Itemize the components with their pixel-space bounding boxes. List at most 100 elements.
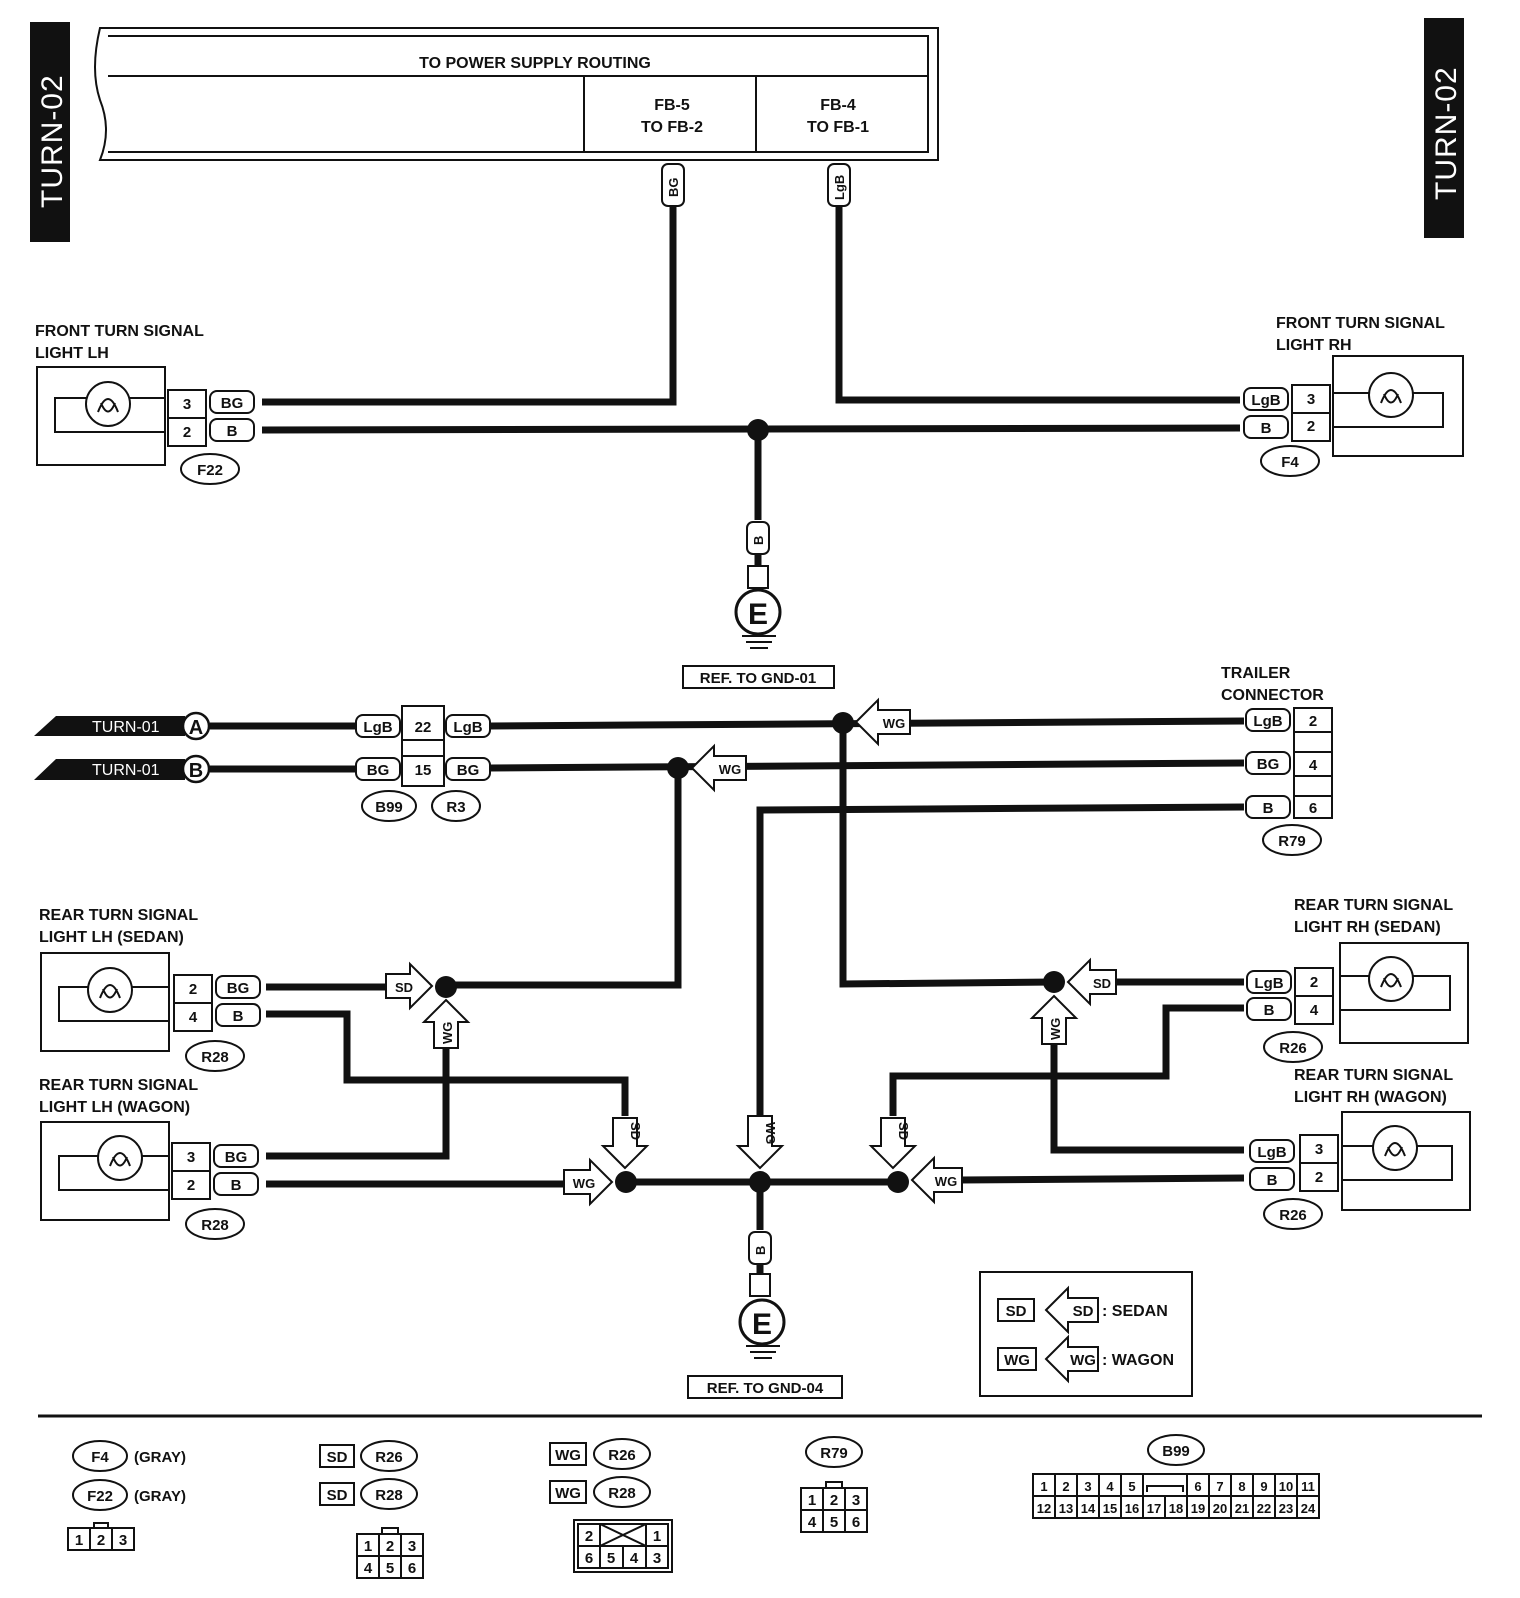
bulb-icon — [1368, 372, 1414, 418]
svg-text:2: 2 — [1309, 713, 1317, 730]
svg-text:B: B — [231, 1177, 242, 1194]
svg-text:6: 6 — [408, 1560, 416, 1577]
trailer-title-1: TRAILER — [1221, 665, 1291, 682]
page-tag-right: TURN-02 — [1424, 18, 1464, 238]
junction-dot — [747, 419, 769, 441]
rear-turn-signal-rh-sedan: REAR TURN SIGNAL LIGHT RH (SEDAN) 2 4 Lg… — [1246, 897, 1469, 1063]
rear-lh-sedan-title-2: LIGHT LH (SEDAN) — [39, 929, 184, 946]
svg-text:B99: B99 — [1162, 1443, 1190, 1460]
b99-pin-label: 20 — [1213, 1501, 1227, 1516]
svg-text:R26: R26 — [375, 1449, 403, 1466]
connector-view-r79: R79 1 2 3 4 5 6 — [800, 1436, 868, 1533]
svg-text:WG: WG — [719, 762, 741, 777]
bulb-icon — [97, 1135, 143, 1181]
svg-text:2: 2 — [183, 424, 191, 441]
svg-text:4: 4 — [1309, 757, 1318, 774]
connector-f22-label: F22 — [197, 462, 223, 479]
fuse-fb5: FB-5 — [654, 97, 690, 114]
svg-text:F22: F22 — [87, 1488, 113, 1505]
rear-lh-wagon-title-1: REAR TURN SIGNAL — [39, 1077, 198, 1094]
svg-text:3: 3 — [187, 1149, 195, 1166]
fuse-fb5-to: TO FB-2 — [641, 119, 703, 136]
svg-text:BG: BG — [367, 762, 390, 779]
b99-pin-label: 13 — [1059, 1501, 1073, 1516]
bulb-icon — [85, 381, 131, 427]
connector-b99-r3: 22 15 B99 R3 — [361, 705, 481, 822]
svg-text:LgB: LgB — [1254, 975, 1283, 992]
junction-dot — [749, 1171, 771, 1193]
svg-text:BG: BG — [227, 980, 250, 997]
rear-rh-wagon-title-2: LIGHT RH (WAGON) — [1294, 1089, 1447, 1106]
harness-wire-tags: BG LgB — [661, 163, 851, 207]
rear-rh-sedan-title-2: LIGHT RH (SEDAN) — [1294, 919, 1441, 936]
connector-f4-label: F4 — [1281, 454, 1299, 471]
svg-text:2: 2 — [189, 981, 197, 998]
svg-text:B: B — [1264, 1002, 1275, 1019]
b99-latch — [1146, 1485, 1184, 1492]
svg-text:WG: WG — [440, 1022, 455, 1044]
junction-dot — [832, 712, 854, 734]
svg-text:2: 2 — [1310, 974, 1318, 991]
svg-text:WG: WG — [555, 1485, 581, 1502]
svg-text:LgB: LgB — [453, 719, 482, 736]
svg-text:B: B — [1263, 800, 1274, 817]
front-lh-title-2: LIGHT LH — [35, 345, 109, 362]
svg-text:6: 6 — [1309, 800, 1317, 817]
rear-rh-wagon-title-1: REAR TURN SIGNAL — [1294, 1067, 1453, 1084]
svg-text:4: 4 — [630, 1550, 639, 1567]
rear-lh-wagon-title-2: LIGHT LH (WAGON) — [39, 1099, 190, 1116]
svg-text:TURN-01: TURN-01 — [92, 762, 160, 779]
svg-text:SD: SD — [1093, 976, 1111, 991]
front-turn-signal-lh: FRONT TURN SIGNAL LIGHT LH 3 2 BG B F22 — [35, 323, 255, 485]
svg-text:B: B — [753, 1246, 768, 1255]
svg-text:TURN-02: TURN-02 — [36, 74, 69, 208]
junction-dot — [435, 976, 457, 998]
svg-text:LgB: LgB — [1253, 713, 1282, 730]
ground-gnd04: B E REF. TO GND-04 — [687, 1231, 843, 1399]
svg-text:WG: WG — [763, 1122, 778, 1144]
front-rh-title-1: FRONT TURN SIGNAL — [1276, 315, 1445, 332]
ground-icon — [734, 588, 782, 636]
svg-text:BG: BG — [666, 178, 681, 198]
b99-pin-label: 9 — [1260, 1479, 1267, 1494]
b99-pin-label: 16 — [1125, 1501, 1139, 1516]
b99-pin-cell — [1296, 1495, 1320, 1519]
svg-text:BG: BG — [1257, 756, 1280, 773]
svg-text:2: 2 — [830, 1492, 838, 1509]
fuse-fb4: FB-4 — [820, 97, 856, 114]
rear-turn-signal-rh-wagon: REAR TURN SIGNAL LIGHT RH (WAGON) 3 2 Lg… — [1249, 1067, 1471, 1230]
svg-text:2: 2 — [1315, 1169, 1323, 1186]
b99-pin-label: 12 — [1037, 1501, 1051, 1516]
wires — [210, 204, 1245, 1290]
svg-text:3: 3 — [183, 396, 191, 413]
svg-text:3: 3 — [852, 1492, 860, 1509]
connector-view-wg: WG R26 WG R28 2 1 6 5 4 3 — [549, 1438, 673, 1573]
svg-text:SD: SD — [395, 980, 413, 995]
svg-text:LgB: LgB — [1257, 1144, 1286, 1161]
b99-pin-label: 4 — [1106, 1479, 1114, 1494]
svg-text:6: 6 — [585, 1550, 593, 1567]
svg-text:R28: R28 — [608, 1485, 636, 1502]
ground-ref-gnd01: REF. TO GND-01 — [700, 670, 816, 687]
svg-text:(GRAY): (GRAY) — [134, 1449, 186, 1466]
svg-text:5: 5 — [607, 1550, 615, 1567]
b99-pin-label: 17 — [1147, 1501, 1161, 1516]
svg-text:15: 15 — [415, 762, 432, 779]
b99-pin-label: 22 — [1257, 1501, 1271, 1516]
b99-pin-label: 24 — [1301, 1501, 1316, 1516]
svg-text:2: 2 — [386, 1538, 394, 1555]
svg-text:WG: WG — [883, 716, 905, 731]
connector-r28-sedan-label: R28 — [201, 1049, 229, 1066]
connector-b99-label: B99 — [375, 799, 403, 816]
svg-text:F4: F4 — [91, 1449, 109, 1466]
svg-text:WG: WG — [1004, 1352, 1030, 1369]
front-rh-title-2: LIGHT RH — [1276, 337, 1352, 354]
turn01-input-a: TURN-01 A LgB LgB — [34, 711, 491, 741]
svg-text:3: 3 — [408, 1538, 416, 1555]
svg-text:B: B — [189, 760, 203, 782]
svg-text:SD: SD — [1073, 1303, 1094, 1320]
harness-title: TO POWER SUPPLY ROUTING — [419, 55, 651, 72]
